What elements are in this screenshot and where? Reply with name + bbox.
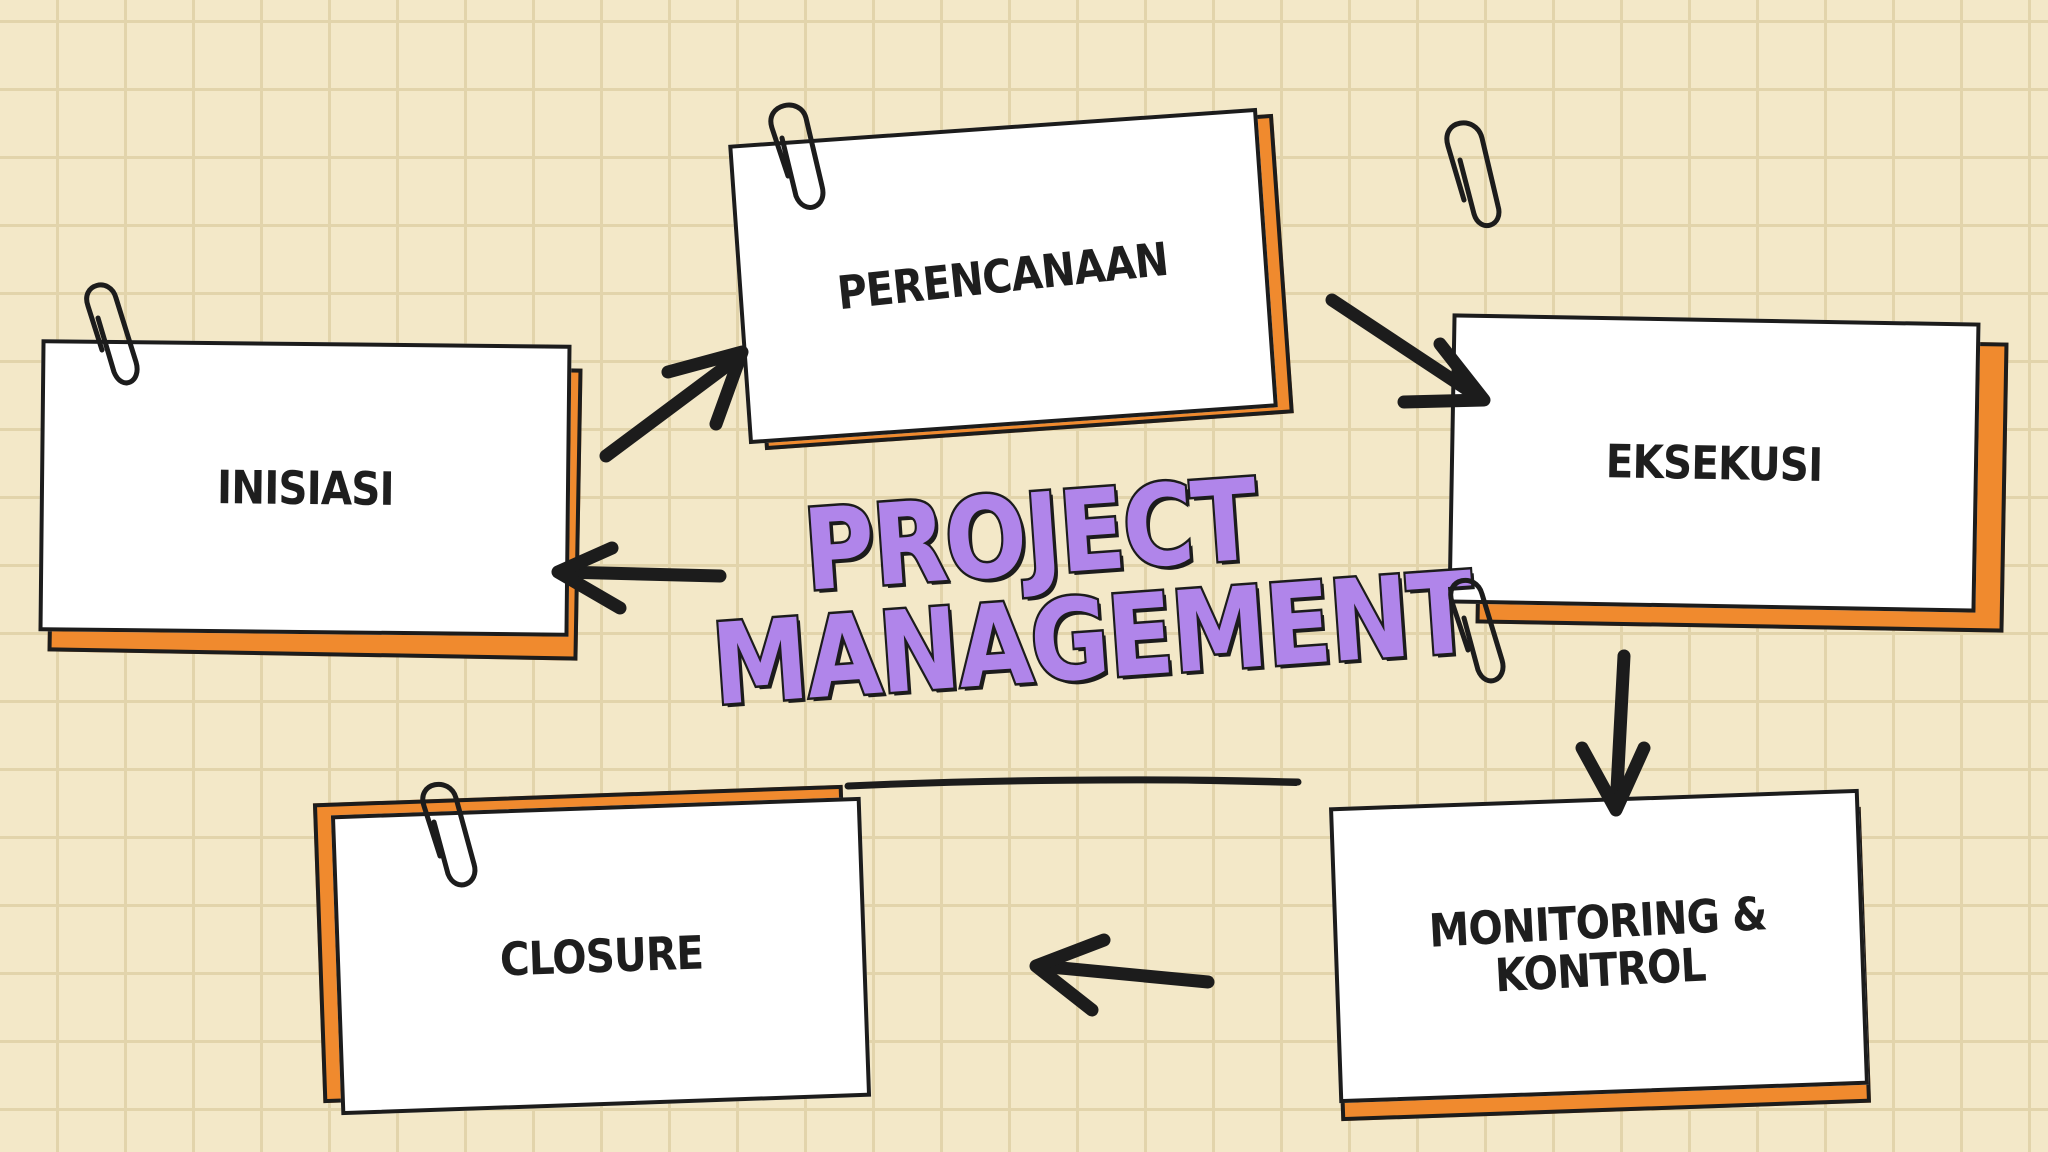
paperclip-icon [1448, 577, 1506, 684]
arrow-eksekusi-to-monitoring [1575, 649, 1651, 817]
arrow-perencanaan-to-eksekusi [1325, 293, 1491, 409]
arrow-monitoring-to-closure [1029, 933, 1215, 1017]
title-underline-accent [1078, 777, 1298, 786]
paperclip-icon [420, 781, 478, 888]
paperclip-icon [768, 102, 826, 210]
paperclip-icon [1444, 120, 1502, 228]
arrow-title-to-inisiasi [551, 541, 727, 615]
arrow-inisiasi-to-perencanaan [599, 345, 749, 463]
paperclip-icon [84, 282, 140, 386]
